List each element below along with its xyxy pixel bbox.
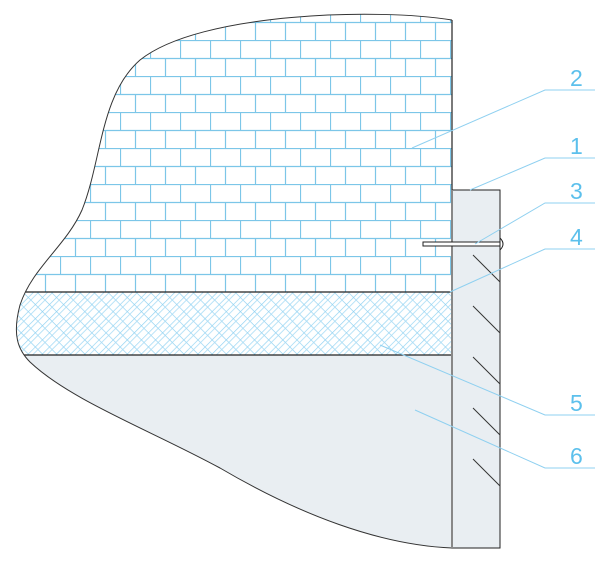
insulation-layer bbox=[16, 292, 452, 355]
anchor-fastener bbox=[422, 237, 504, 251]
label-5: 5 bbox=[570, 390, 583, 416]
facing-panel bbox=[451, 189, 501, 549]
panel-hatching bbox=[472, 254, 501, 487]
label-3: 3 bbox=[570, 178, 583, 204]
label-2: 2 bbox=[570, 65, 583, 91]
leader-lines bbox=[379, 89, 595, 469]
base-layer bbox=[16, 355, 452, 548]
section-body bbox=[16, 14, 452, 548]
section-outline bbox=[15, 13, 453, 549]
brick-masonry-layer bbox=[16, 14, 452, 292]
label-4: 4 bbox=[570, 224, 583, 250]
label-1: 1 bbox=[570, 133, 583, 159]
label-6: 6 bbox=[570, 443, 583, 469]
